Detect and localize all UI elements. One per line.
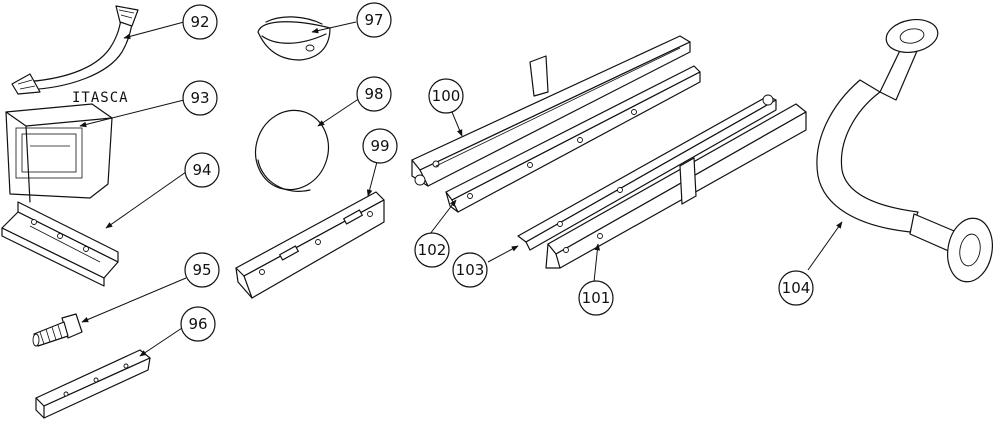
callout-98-label: 98	[364, 85, 383, 103]
callout-92: 92	[183, 5, 217, 39]
callout-97-label: 97	[364, 11, 383, 29]
part-104-bent-pipe	[817, 16, 993, 286]
part-98-disc	[245, 101, 338, 199]
part-93-bezel	[6, 104, 112, 202]
part-99-piano-hinge	[236, 192, 384, 298]
callout-95: 95	[185, 253, 219, 287]
part-96-angle-strip	[36, 350, 150, 418]
callout-96-label: 96	[188, 315, 207, 333]
callout-92-label: 92	[190, 13, 209, 31]
callout-98: 98	[357, 77, 391, 111]
callout-93-label: 93	[190, 89, 209, 107]
callout-96: 96	[181, 307, 215, 341]
callout-99: 99	[363, 129, 397, 163]
callout-99-label: 99	[370, 137, 389, 155]
callout-101: 101	[579, 281, 613, 315]
callout-103-label: 103	[456, 261, 485, 279]
callout-104: 104	[779, 271, 813, 305]
callout-104-label: 104	[782, 279, 811, 297]
callout-100-label: 100	[432, 87, 461, 105]
part-97-clip	[258, 17, 330, 60]
part-94-angle-hinge	[2, 202, 118, 286]
brand-label: ITASCA	[72, 90, 129, 106]
callout-100: 100	[429, 79, 463, 113]
callout-94: 94	[185, 153, 219, 187]
callout-93: 93	[183, 81, 217, 115]
callout-102: 102	[415, 233, 449, 267]
callout-97: 97	[357, 3, 391, 37]
callout-102-label: 102	[418, 241, 447, 259]
callout-94-label: 94	[192, 161, 211, 179]
callout-95-label: 95	[192, 261, 211, 279]
callout-101-label: 101	[582, 289, 611, 307]
part-95-barb-fitting	[33, 314, 82, 346]
callout-103: 103	[453, 253, 487, 287]
part-92-grab-handle	[12, 6, 138, 94]
